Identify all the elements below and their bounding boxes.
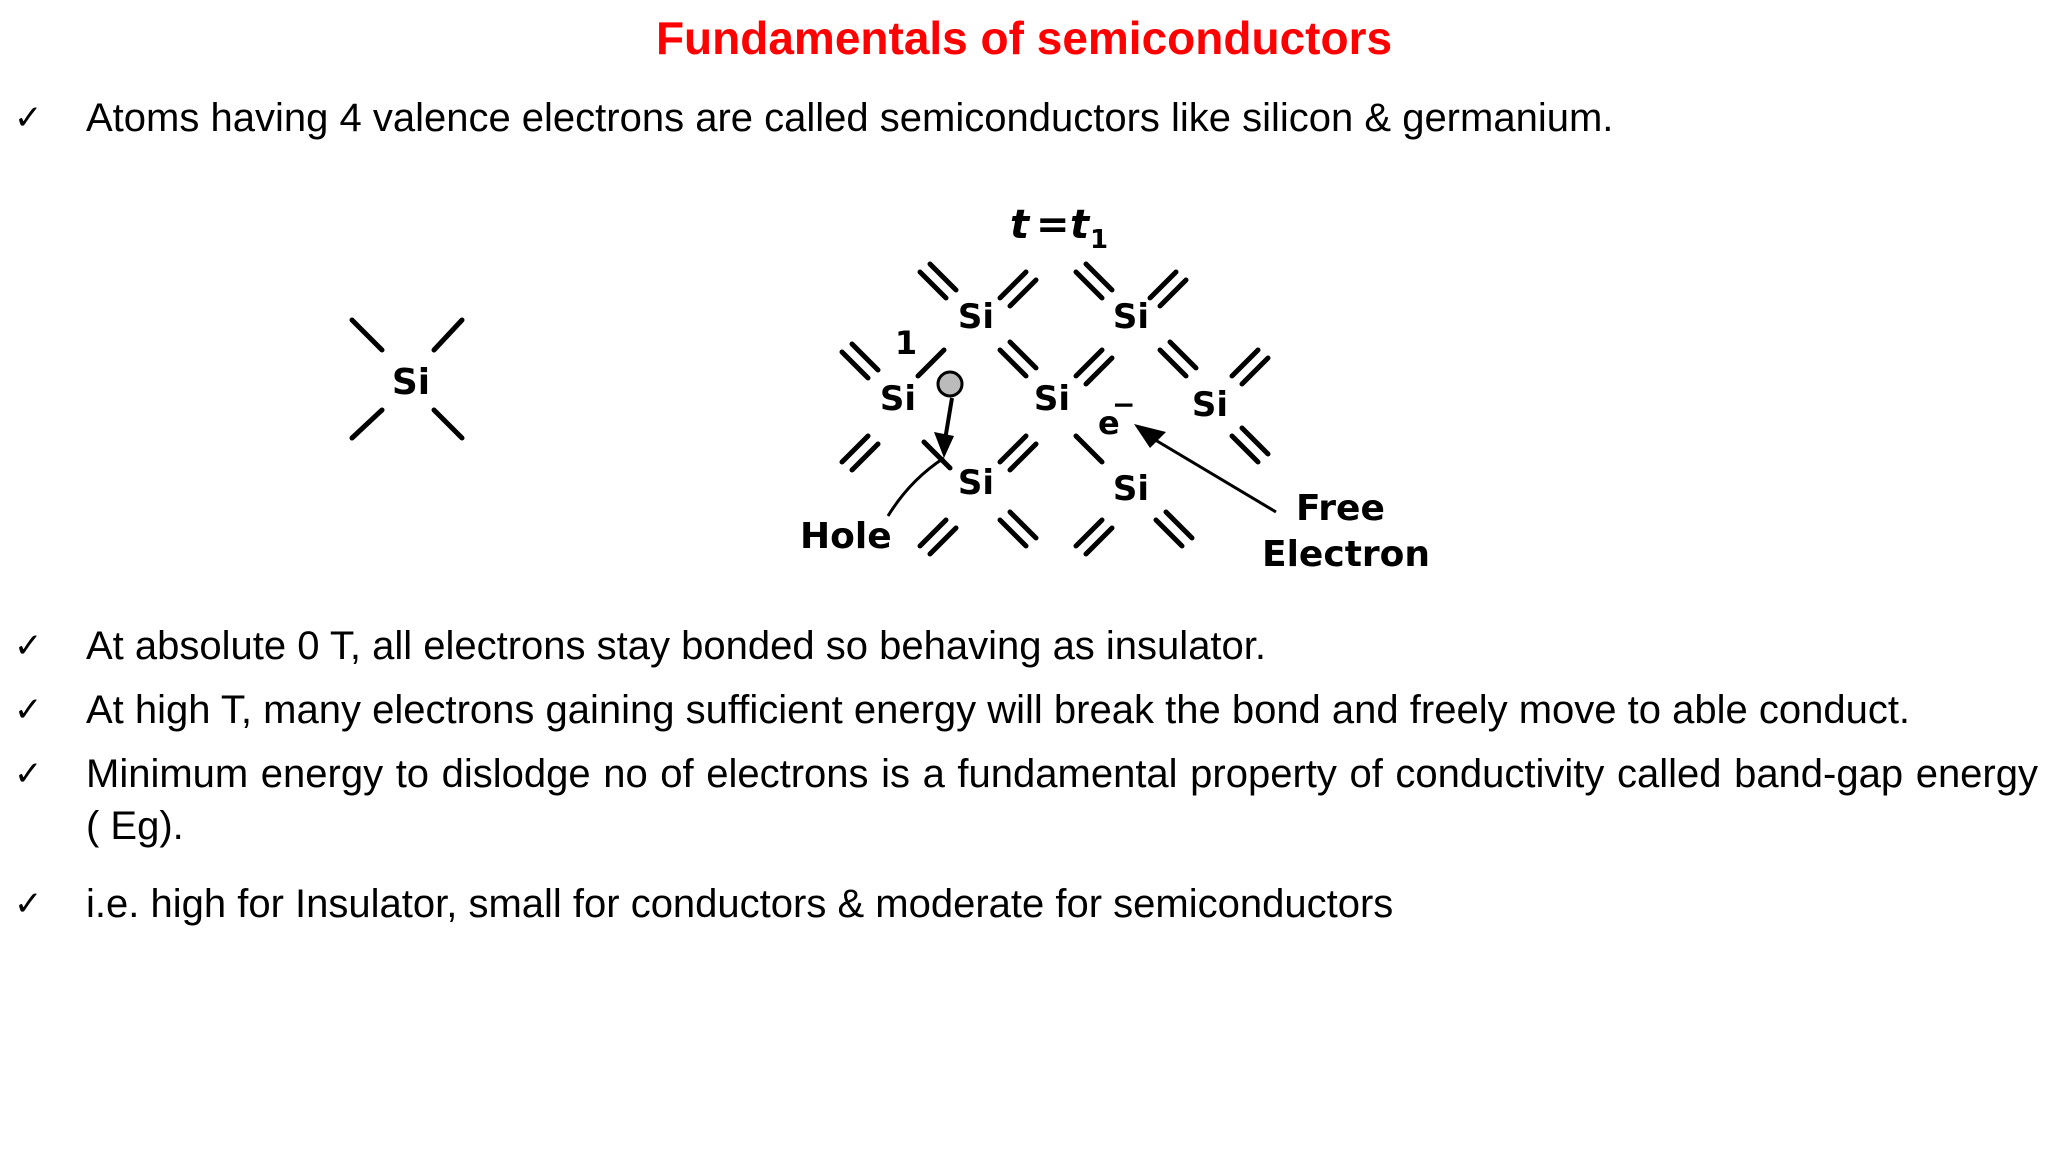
bond-line <box>349 407 385 441</box>
time-label-t1: t <box>1070 202 1091 248</box>
lattice-atom-label: Si <box>1192 385 1228 425</box>
check-mark-icon: ✓ <box>14 98 43 138</box>
bullet-text: At absolute 0 T, all electrons stay bond… <box>86 624 1267 668</box>
semiconductor-figure: Si t = t 1 <box>0 180 2048 600</box>
bullet-text: Minimum energy to dislodge no of electro… <box>86 752 2038 848</box>
lattice-atom-label: Si <box>1113 469 1149 509</box>
time-label: t = t 1 <box>1010 202 1108 255</box>
bullet-text: At high T, many electrons gaining suffic… <box>86 688 1911 732</box>
time-label-sub: 1 <box>1090 225 1108 255</box>
bullet-item: ✓ i.e. high for Insulator, small for con… <box>14 878 2038 930</box>
electron-arrow-head-icon <box>1134 424 1166 448</box>
hole-pointer <box>886 456 945 517</box>
free-electron-label-line1: Free <box>1296 488 1385 529</box>
bond-line <box>431 317 465 353</box>
bullet-item: ✓ Minimum energy to dislodge no of elect… <box>14 748 2038 852</box>
check-mark-icon: ✓ <box>14 690 43 730</box>
lattice-atom-label: Si <box>958 463 994 503</box>
lattice-bonds <box>839 261 1271 557</box>
check-mark-icon: ✓ <box>14 754 43 794</box>
hole-label: Hole <box>800 516 892 557</box>
lattice-atom-label: Si <box>1113 297 1149 337</box>
hole-circle-icon <box>936 370 964 398</box>
bond-line <box>431 407 465 441</box>
lattice-atoms: Si Si Si Si Si Si Si <box>880 297 1228 509</box>
free-electron-label-line2: Electron <box>1262 534 1430 575</box>
check-mark-icon: ✓ <box>14 884 43 924</box>
bullet-item: ✓ At high T, many electrons gaining suff… <box>14 684 2038 736</box>
lattice-atom-label: Si <box>880 379 916 419</box>
check-mark-icon: ✓ <box>14 626 43 666</box>
slide-title: Fundamentals of semiconductors <box>655 12 1393 64</box>
time-label-t: t <box>1010 202 1031 248</box>
single-atom-label: Si <box>392 362 430 403</box>
hole-arrow-head-icon <box>934 432 954 458</box>
electron-pointer <box>1151 436 1277 514</box>
lattice-atom-label: Si <box>1034 379 1070 419</box>
figure-svg: Si t = t 1 <box>349 202 1430 575</box>
lattice-atom-label: Si <box>958 297 994 337</box>
bullet-text: i.e. high for Insulator, small for condu… <box>86 882 1394 926</box>
electron-sign: − <box>1112 388 1135 421</box>
time-label-eq: = <box>1036 202 1070 248</box>
bullet-text: Atoms having 4 valence electrons are cal… <box>86 96 1614 140</box>
bond-line <box>349 317 385 353</box>
bullet-item: ✓ Atoms having 4 valence electrons are c… <box>14 92 2038 144</box>
electron-symbol: e <box>1098 404 1120 442</box>
single-si-atom <box>349 317 465 441</box>
bond-number-label: 1 <box>895 324 917 362</box>
bullet-item: ✓ At absolute 0 T, all electrons stay bo… <box>14 620 2038 672</box>
